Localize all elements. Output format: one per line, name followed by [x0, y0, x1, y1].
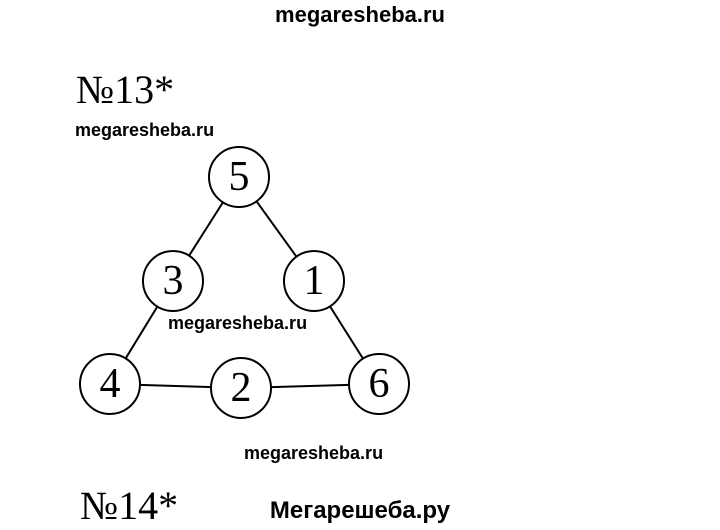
node-bottom-left: 4 [79, 353, 141, 415]
watermark-top: megaresheba.ru [275, 2, 445, 27]
node-left-mid-value: 3 [163, 258, 184, 304]
node-bottom-mid-value: 2 [231, 365, 252, 411]
node-top: 5 [208, 146, 270, 208]
node-right-mid: 1 [283, 250, 345, 312]
node-top-value: 5 [229, 154, 250, 200]
watermark-bottom: Мегарешеба.ру [269, 497, 451, 524]
node-right-mid-value: 1 [304, 258, 325, 304]
problem-number: №13* [76, 67, 175, 112]
watermark: megaresheba.ru [168, 313, 308, 333]
node-bottom-right-value: 6 [369, 361, 390, 407]
node-bottom-mid: 2 [210, 357, 272, 419]
node-bottom-right: 6 [348, 353, 410, 415]
watermark: megaresheba.ru [75, 120, 215, 140]
node-bottom-left-value: 4 [100, 361, 121, 407]
watermark: megaresheba.ru [244, 443, 384, 463]
node-left-mid: 3 [142, 250, 204, 312]
